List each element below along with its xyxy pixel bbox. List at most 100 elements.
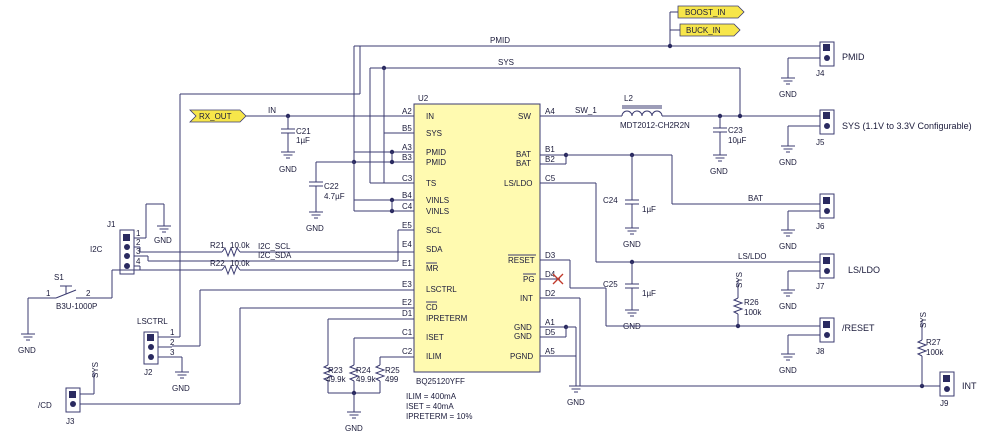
schematic-label: J5 <box>816 138 825 147</box>
schematic-label: LSCTRL <box>137 317 168 326</box>
svg-text:GND: GND <box>306 224 324 233</box>
schematic-label: GND <box>710 167 728 176</box>
schematic-label: C23 <box>728 126 743 135</box>
connector-j7: GND LS/LDO J7 <box>779 253 880 311</box>
schematic-label: GND <box>514 332 532 341</box>
schematic-label: D1 <box>402 309 413 318</box>
schematic-label: INT <box>962 381 977 391</box>
schematic-label: 100k <box>926 348 944 357</box>
schematic-label: B3U-1000P <box>56 302 97 311</box>
schematic-label: D4 <box>545 270 556 279</box>
schematic-label: J4 <box>816 69 825 78</box>
schematic-label: RESET <box>508 256 535 265</box>
schematic-label: GND <box>779 366 797 375</box>
schematic-label: /RESET <box>842 323 875 333</box>
schematic-label: IPRETERM = 10% <box>406 412 472 421</box>
schematic-label: VINLS <box>426 207 449 216</box>
svg-text:C22: C22 <box>324 182 339 191</box>
schematic-label: 10.0k <box>230 241 251 250</box>
net-bat: BAT <box>748 194 763 203</box>
connector-j5: GND SYS (1.1V to 3.3V Configurable) J5 <box>779 109 972 167</box>
schematic-label: C24 <box>603 196 618 205</box>
schematic-label: 1µF <box>642 205 656 214</box>
rx-out-label: RX_OUT <box>199 112 232 121</box>
schematic-label: GND <box>154 236 172 245</box>
schematic-label: A1 <box>545 318 555 327</box>
connector-j4: GND PMID J4 <box>779 41 865 99</box>
schematic-label: C1 <box>402 328 413 337</box>
net-sw1: SW_1 <box>575 106 597 115</box>
schematic-label: 2 <box>170 338 175 347</box>
resistor-r23: R23 49.9k <box>322 364 347 393</box>
schematic-label: J7 <box>816 282 825 291</box>
schematic-label: D3 <box>545 251 556 260</box>
schematic-label: A5 <box>545 347 555 356</box>
schematic-label: 3 <box>136 247 141 256</box>
schematic-label: SYS <box>735 272 744 288</box>
schematic-label: C3 <box>402 174 413 183</box>
schematic-label: E1 <box>402 259 412 268</box>
schematic-label: J6 <box>816 222 825 231</box>
schematic-label: C5 <box>545 174 556 183</box>
net-ls-ldo: LS/LDO <box>738 252 766 261</box>
schematic-label: LSCTRL <box>426 285 457 294</box>
schematic-label: GND <box>18 346 36 355</box>
schematic-label: IPRETERM <box>426 314 468 323</box>
schematic-label: 100k <box>744 308 762 317</box>
schematic-label: R24 <box>356 366 371 375</box>
schematic-label: J1 <box>107 220 116 229</box>
net-pmid: PMID <box>490 36 510 45</box>
schematic-label: IN <box>426 112 434 121</box>
schematic-label: E4 <box>402 240 412 249</box>
schematic-label: PMID <box>426 158 446 167</box>
schematic-label: PMID <box>426 148 446 157</box>
schematic-label: J8 <box>816 347 825 356</box>
schematic-label: 49.9k <box>326 375 347 384</box>
schematic-label: B4 <box>402 191 412 200</box>
schematic-label: E5 <box>402 221 412 230</box>
schematic-label: PGND <box>510 352 533 361</box>
connector-j3: SYS /CD J3 <box>38 362 100 426</box>
ic-ref: U2 <box>418 94 429 103</box>
schematic-label: 3 <box>170 348 175 357</box>
resistor-r22: R22 10.0k <box>210 259 251 276</box>
schematic-label: E3 <box>402 280 412 289</box>
schematic-label: SCL <box>426 226 442 235</box>
net-i2c-scl: I2C_SCL <box>258 242 291 251</box>
schematic-label: BAT <box>516 150 531 159</box>
schematic-label: C25 <box>603 280 618 289</box>
resistor-r21: R21 10.0k <box>210 241 251 258</box>
schematic-label: E2 <box>402 298 412 307</box>
schematic-label: ISET <box>426 333 444 342</box>
schematic-label: R26 <box>744 298 759 307</box>
schematic-label: SDA <box>426 245 443 254</box>
schematic-label: A4 <box>545 107 555 116</box>
schematic-label: SYS <box>919 312 928 328</box>
resistor-r27: SYS R27 100k <box>916 312 944 386</box>
schematic-label: 2 <box>86 289 91 298</box>
schematic-label: 10µF <box>728 136 747 145</box>
schematic-label: 1 <box>46 289 51 298</box>
capacitor-c24: C24 1µF GND <box>603 155 656 249</box>
capacitor-c23: C23 10µF GND <box>710 116 747 176</box>
connector-j6: GND J6 <box>779 193 835 251</box>
schematic-label: CD <box>426 303 438 312</box>
schematic-label: R21 <box>210 241 225 250</box>
schematic-label: SYS <box>91 362 100 378</box>
schematic-label: B2 <box>545 155 555 164</box>
schematic-label: SW <box>518 112 531 121</box>
design-notes: ILIM = 400mA ISET = 40mA IPRETERM = 10% <box>406 392 472 421</box>
schematic-label: ILIM = 400mA <box>406 392 457 401</box>
net-i2c-sda: I2C_SDA <box>258 251 292 260</box>
no-connect-x <box>552 273 564 285</box>
schematic-label: SYS (1.1V to 3.3V Configurable) <box>842 121 972 131</box>
schematic-label: B1 <box>545 145 555 154</box>
schematic-label: 1µF <box>642 289 656 298</box>
capacitor-c25: C25 1µF GND <box>603 262 656 331</box>
schematic-label: R23 <box>328 366 343 375</box>
schematic-label: J3 <box>66 417 75 426</box>
buck-in-label: BUCK_IN <box>686 26 721 35</box>
schematic-label: INT <box>520 294 533 303</box>
net-sys: SYS <box>498 58 514 67</box>
